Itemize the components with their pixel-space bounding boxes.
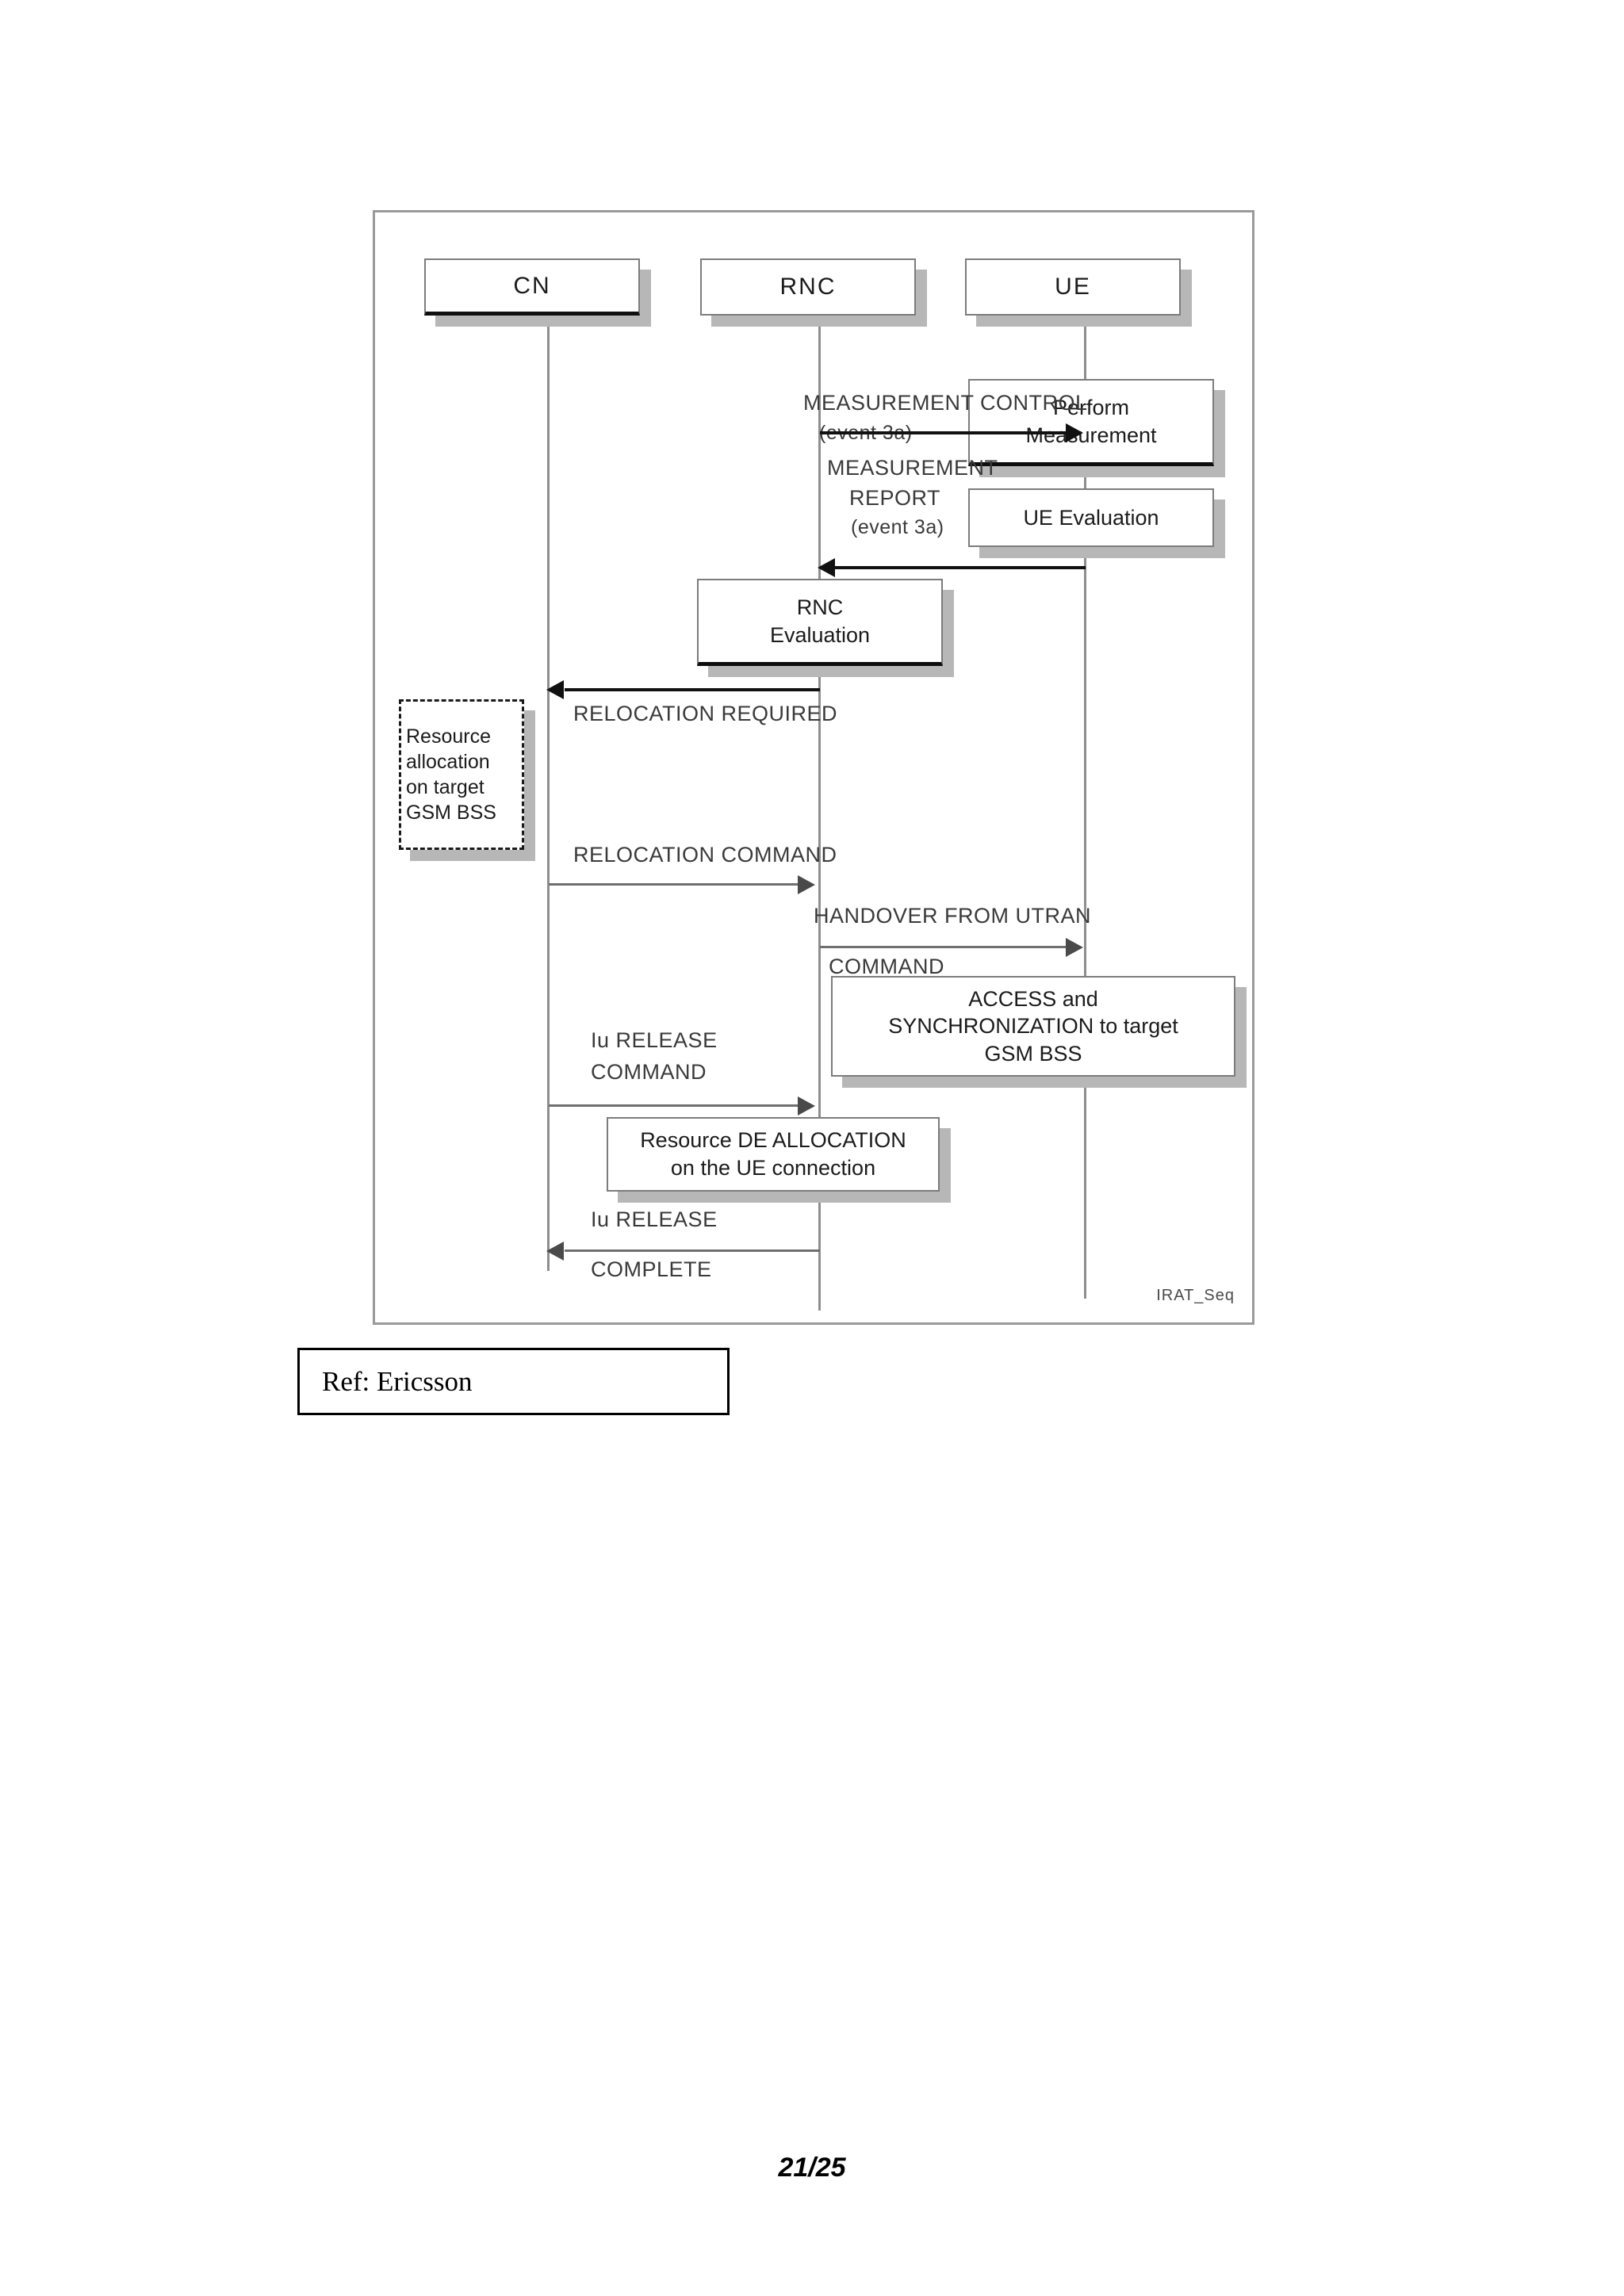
note-line: Perform [1052,395,1130,419]
note-resource-allocation: Resource allocation on target GSM BSS [399,699,524,850]
lifeline-ue [1084,308,1086,1299]
diagram-corner-tag: IRAT_Seq [1156,1287,1235,1304]
sequence-diagram: CN RNC UE MEASUREMENT CONTROL (event 3a)… [373,210,1254,1325]
message-arrow-iu-release-complete [565,1249,820,1252]
arrow-head-measurement-report [818,558,835,577]
arrow-head-measurement-control [1066,423,1083,442]
message-label-measurement-report-line2: REPORT [849,486,941,510]
note-line: Resource DE ALLOCATION [640,1128,906,1153]
note-line: ACCESS and [968,986,1098,1011]
note-rnc-evaluation: RNC Evaluation [697,579,943,666]
note-ue-evaluation: UE Evaluation [968,488,1214,547]
message-label-handover-from-utran-line2: COMMAND [829,955,944,978]
message-arrow-iu-release-command [549,1104,800,1107]
message-label-handover-from-utran-line1: HANDOVER FROM UTRAN [814,904,1092,928]
message-label-relocation-command: RELOCATION COMMAND [573,843,837,867]
actor-cn: CN [424,258,640,316]
note-line: on target [406,776,485,798]
arrow-head-relocation-required [546,680,564,699]
note-line: Resource [406,725,491,748]
message-label-measurement-control-line1: MEASUREMENT CONTROL [803,391,1088,415]
message-arrow-handover-from-utran [820,946,1068,948]
page-footer: 21/25 [778,2152,846,2183]
message-label-measurement-report-line3: (event 3a) [851,516,944,538]
note-line: on the UE connection [670,1156,876,1180]
note-line: Measurement [1025,423,1157,447]
note-line: allocation [406,751,490,773]
actor-label: RNC [779,274,837,300]
lifeline-cn [547,308,550,1271]
message-arrow-measurement-report [835,566,1086,569]
note-perform-measurement: Perform Measurement [968,379,1214,466]
message-label-relocation-required: RELOCATION REQUIRED [573,702,838,725]
note-resource-deallocation: Resource DE ALLOCATION on the UE connect… [607,1117,940,1192]
actor-ue: UE [965,258,1181,316]
message-label-iu-release-complete-line2: COMPLETE [591,1257,712,1281]
arrow-head-handover-from-utran [1066,938,1083,957]
message-arrow-measurement-control [820,431,1071,434]
message-arrow-relocation-command [549,883,800,886]
arrow-head-iu-release-command [798,1096,815,1115]
note-line: Evaluation [769,622,871,647]
message-label-measurement-report-line1: MEASUREMENT [827,456,998,480]
actor-label: CN [513,272,551,299]
message-label-iu-release-command-line2: COMMAND [591,1060,707,1084]
reference-text: Ref: Ericsson [322,1365,473,1397]
note-line: GSM BSS [984,1041,1082,1066]
message-label-iu-release-command-line1: Iu RELEASE [591,1028,718,1052]
note-line: RNC [796,595,844,619]
message-arrow-relocation-required [565,688,820,691]
message-label-iu-release-complete-line1: Iu RELEASE [591,1207,718,1231]
actor-label: UE [1055,274,1091,300]
actor-rnc: RNC [700,258,916,316]
note-access-sync: ACCESS and SYNCHRONIZATION to target GSM… [831,976,1235,1077]
arrow-head-iu-release-complete [546,1242,564,1261]
arrow-head-relocation-command [798,875,815,894]
note-line: UE Evaluation [1023,505,1159,530]
reference-box: Ref: Ericsson [297,1348,730,1415]
note-line: GSM BSS [406,802,496,824]
lifeline-rnc [818,308,821,1311]
note-line: SYNCHRONIZATION to target [888,1014,1178,1039]
